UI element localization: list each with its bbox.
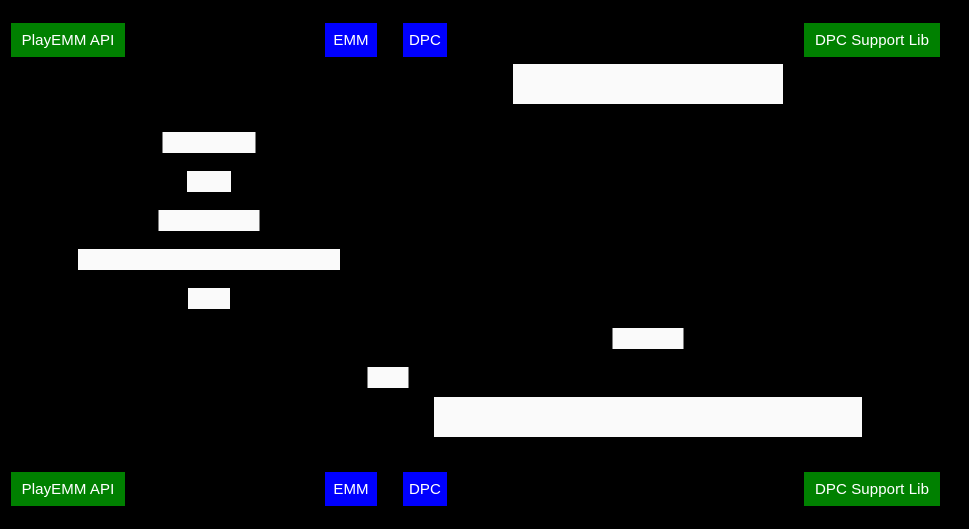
- message-line-1: token: [190, 328, 228, 345]
- message-line-1: androidForWorkAccountSupport: [541, 438, 755, 455]
- message-line-1: androidForWorkAccountSupport: [541, 105, 755, 122]
- message-label-generate-authentication-token: users.generateAuthenticationToken(): [78, 249, 340, 306]
- arrow-users-insert: [68, 160, 351, 161]
- arrow-head-token-to-emm: [344, 312, 351, 320]
- arrow-generate-authentication-token: [68, 277, 351, 278]
- arrow-head-add-android-for-work-account: [865, 440, 872, 448]
- message-line-1: token: [369, 407, 407, 424]
- participant-label: PlayEMM API: [21, 480, 115, 498]
- participant-label: EMM: [333, 31, 369, 49]
- message-label-add-android-for-work-account: androidForWorkAccountSupport .addAndroid…: [434, 397, 862, 514]
- participant-footer-dpc-support-lib[interactable]: DPC Support Lib: [804, 472, 940, 506]
- arrow-callback: [425, 356, 872, 357]
- lifeline-playemm-api: [68, 57, 69, 472]
- participant-label: PlayEMM API: [21, 31, 115, 49]
- lifeline-emm: [351, 57, 352, 472]
- message-label-callback: callback(): [612, 328, 684, 385]
- participant-footer-playemm-api[interactable]: PlayEMM API: [11, 472, 125, 506]
- message-line-2: .addAndroidForWorkAccount(token, account…: [447, 496, 849, 514]
- participant-label: EMM: [333, 480, 369, 498]
- message-label-token-to-emm: token: [188, 288, 230, 345]
- participant-playemm-api[interactable]: PlayEMM API: [11, 23, 125, 57]
- arrow-head-users-insert: [68, 156, 75, 164]
- arrow-head-callback: [425, 352, 432, 360]
- message-label-users-update: users.update(): [158, 210, 260, 267]
- participant-label: DPC: [409, 480, 441, 498]
- lifeline-dpc-support-lib: [872, 57, 873, 472]
- arrow-add-android-for-work-account: [425, 444, 872, 445]
- lifeline-dpc: [425, 57, 426, 472]
- message-label-users-insert: users.insert(): [162, 132, 256, 189]
- participant-dpc-support-lib[interactable]: DPC Support Lib: [804, 23, 940, 57]
- arrow-token-to-dpc: [351, 395, 425, 396]
- participant-label: DPC: [409, 31, 441, 49]
- message-line-1: callback(): [615, 368, 681, 385]
- participant-dpc[interactable]: DPC: [403, 23, 447, 57]
- message-label-token-to-dpc: token: [367, 367, 409, 424]
- participant-label: DPC Support Lib: [814, 480, 930, 498]
- arrow-ensure-working-environment: [425, 111, 872, 112]
- message-label-userid: userID: [187, 171, 233, 228]
- arrow-head-users-update: [68, 234, 75, 242]
- participant-footer-dpc[interactable]: DPC: [403, 472, 447, 506]
- message-label-ensure-working-environment: androidForWorkAccountSupport .ensureWork…: [513, 64, 783, 181]
- arrow-head-userid: [344, 195, 351, 203]
- arrow-head-ensure-working-environment: [865, 107, 872, 115]
- message-line-2: .ensureWorkingEnvironment(callback): [521, 163, 775, 181]
- participant-emm[interactable]: EMM: [325, 23, 377, 57]
- arrow-head-generate-authentication-token: [68, 273, 75, 281]
- arrow-token-to-emm: [68, 316, 351, 317]
- participant-label: DPC Support Lib: [814, 31, 930, 49]
- arrow-userid: [68, 199, 351, 200]
- arrow-users-update: [68, 238, 351, 239]
- participant-footer-emm[interactable]: EMM: [325, 472, 377, 506]
- arrow-head-token-to-dpc: [418, 391, 425, 399]
